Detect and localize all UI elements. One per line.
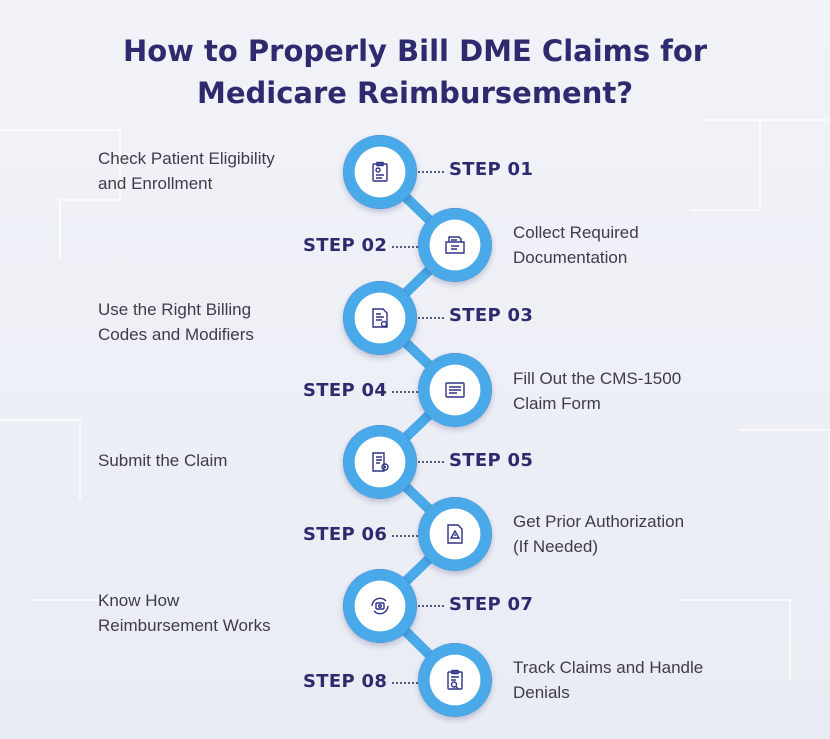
step-04-node <box>418 353 492 427</box>
step-02-dots <box>392 246 418 248</box>
step-05-node <box>343 425 417 499</box>
title-line-2: Medicare Reimbursement? <box>196 76 634 110</box>
step-07-label: STEP 07 <box>449 594 534 615</box>
step-02-label: STEP 02 <box>303 235 388 256</box>
step-02-node <box>418 208 492 282</box>
folder-documents-icon <box>445 236 465 254</box>
step-05-description: Submit the Claim <box>98 451 228 470</box>
step-06-dots <box>392 535 418 537</box>
step-04-dots <box>392 391 418 393</box>
step-05-label: STEP 05 <box>449 450 534 471</box>
step-08-dots <box>392 682 418 684</box>
step-07-dots <box>418 605 444 607</box>
step-08-node <box>418 643 492 717</box>
title-line-1: How to Properly Bill DME Claims for <box>122 34 708 68</box>
money-cycle-icon <box>371 597 389 615</box>
document-code-icon <box>372 308 388 328</box>
step-06-description: Get Prior Authorization(If Needed) <box>513 512 685 556</box>
step-01-label: STEP 01 <box>449 159 534 180</box>
page-title: How to Properly Bill DME Claims for Medi… <box>0 30 830 114</box>
step-06-label: STEP 06 <box>303 524 388 545</box>
submit-document-icon <box>372 452 389 472</box>
form-icon <box>445 382 465 398</box>
step-08-label: STEP 08 <box>303 671 388 692</box>
authorization-document-icon <box>447 524 463 544</box>
step-04-label: STEP 04 <box>303 380 388 401</box>
step-03-dots <box>418 317 444 319</box>
clipboard-tracking-icon <box>447 669 463 690</box>
step-07-node <box>343 569 417 643</box>
step-03-node <box>343 281 417 355</box>
step-03-label: STEP 03 <box>449 305 534 326</box>
step-05-dots <box>418 461 444 463</box>
step-01-node <box>343 135 417 209</box>
step-06-node <box>418 497 492 571</box>
clipboard-check-icon <box>372 161 388 182</box>
step-01-dots <box>418 171 444 173</box>
